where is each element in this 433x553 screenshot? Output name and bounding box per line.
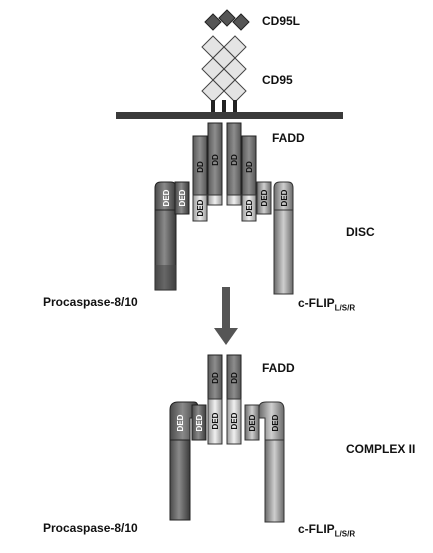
dd-label: DD [230, 154, 239, 166]
ded-label: DED [195, 414, 204, 431]
cflip-name: c-FLIP [298, 296, 335, 310]
ded-label: DED [176, 414, 185, 431]
cflip-label-bottom: c-FLIPL/S/R [298, 522, 355, 538]
dd-label: DD [230, 372, 239, 384]
bottom-dd-cluster [207, 354, 242, 445]
ded-label: DED [271, 414, 280, 431]
cd95-transmembrane [211, 100, 237, 118]
ded-label: DED [196, 199, 205, 216]
ded-label: DED [162, 189, 171, 206]
cd95-label: CD95 [262, 73, 293, 87]
ded-label: DED [211, 412, 220, 429]
cflip-isoforms: L/S/R [334, 303, 356, 313]
cd95-receptor [201, 35, 247, 103]
complex2-label: COMPLEX II [346, 442, 416, 456]
domain-labels: DD DD DD DD DED DED DED DED DED DED DD D… [162, 154, 289, 431]
ded-label: DED [248, 414, 257, 431]
cflip-top [256, 181, 294, 295]
ded-label: DED [280, 189, 289, 206]
procaspase-top [154, 181, 190, 291]
cflip-name: c-FLIP [298, 522, 335, 536]
cd95l-ligand [204, 9, 250, 31]
dd-label: DD [196, 161, 205, 173]
disc-label: DISC [346, 225, 375, 239]
transition-arrow [214, 287, 238, 345]
procaspase-label-bottom: Procaspase-8/10 [43, 521, 138, 535]
ded-label: DED [178, 189, 187, 206]
plasma-membrane [116, 112, 343, 119]
cd95l-label: CD95L [262, 14, 301, 28]
top-dd-cluster [192, 122, 257, 222]
ded-label: DED [260, 189, 269, 206]
ded-label: DED [230, 412, 239, 429]
cflip-isoforms: L/S/R [334, 529, 356, 539]
cflip-bottom [244, 401, 285, 523]
dd-label: DD [245, 161, 254, 173]
ded-label: DED [245, 199, 254, 216]
dd-label: DD [211, 154, 220, 166]
dd-label: DD [211, 372, 220, 384]
fadd-label-bottom: FADD [262, 361, 295, 375]
cflip-label-top: c-FLIPL/S/R [298, 296, 355, 312]
fadd-label-top: FADD [272, 131, 305, 145]
procaspase-bottom [169, 401, 207, 521]
procaspase-label-top: Procaspase-8/10 [43, 295, 138, 309]
